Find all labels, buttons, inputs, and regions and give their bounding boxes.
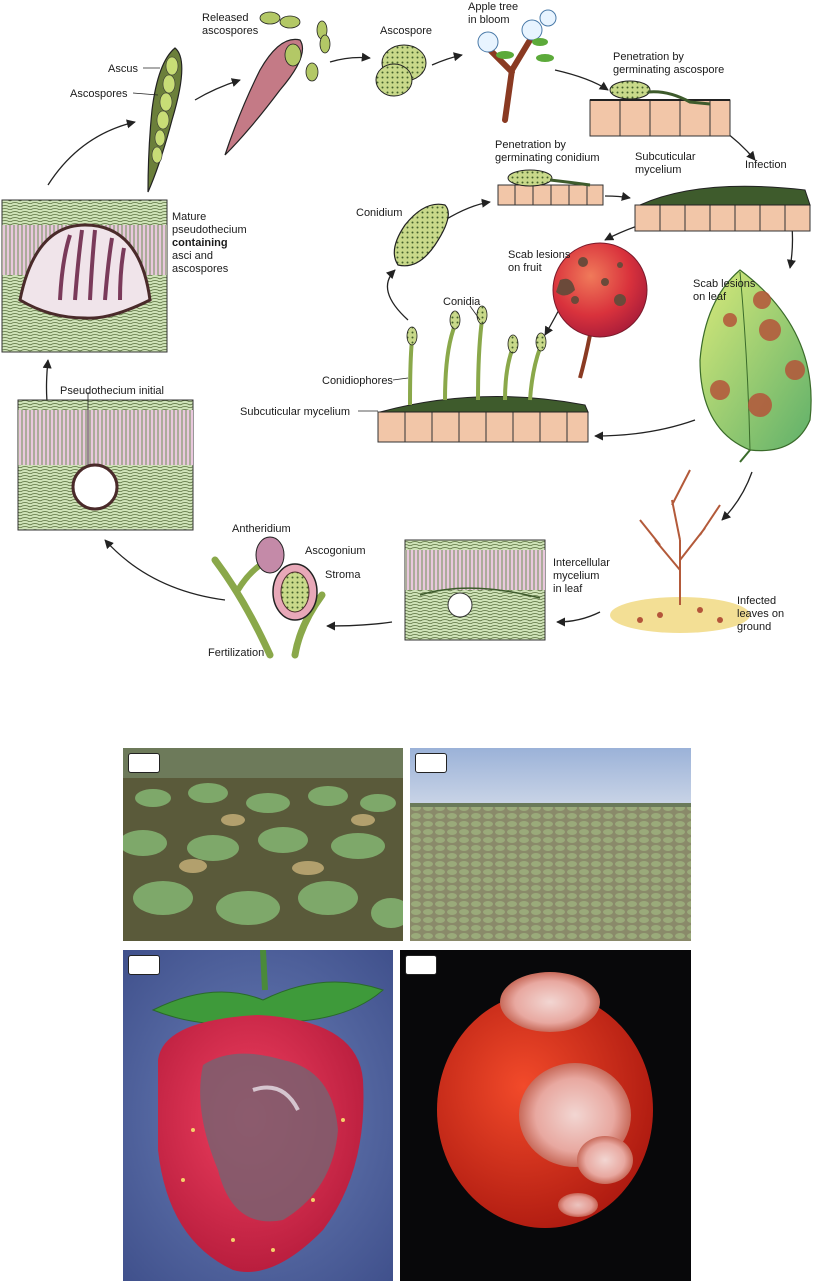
released-ascospores-illustration <box>224 11 331 156</box>
label-mature-5: ascospores <box>172 263 229 275</box>
ascospore-illustration <box>375 44 427 97</box>
label-released-1: Released <box>202 12 248 24</box>
panel-badge-4 <box>405 955 437 975</box>
label-conidiophores: Conidiophores <box>322 375 393 387</box>
label-infection: Infection <box>745 159 787 171</box>
label-mature-2: pseudothecium <box>172 224 247 236</box>
photo-strawberry-fruit-rot <box>123 950 393 1281</box>
label-ascospores: Ascospores <box>70 88 128 100</box>
ascus-illustration <box>147 47 183 193</box>
label-intercell-1: Intercellular <box>553 557 610 569</box>
label-released-2: ascospores <box>202 25 259 37</box>
fertilization-illustration <box>211 536 326 659</box>
panel-badge-1 <box>128 753 160 773</box>
label-antheridium: Antheridium <box>232 523 291 535</box>
tomato-image <box>400 950 691 1281</box>
label-pen-con-2: germinating conidium <box>495 152 600 164</box>
label-subcut-2: mycelium <box>635 164 681 176</box>
label-conidia: Conidia <box>443 296 481 308</box>
photo-tomato-fruit-rot <box>400 950 691 1281</box>
lettuce-field-wide-image <box>410 748 691 941</box>
apple-tree-in-bloom-illustration <box>477 9 557 123</box>
penetration-ascospore-illustration <box>589 80 731 137</box>
panel-badge-3 <box>128 955 160 975</box>
pseudothecium-initial-illustration <box>17 399 194 531</box>
label-stroma: Stroma <box>325 569 361 581</box>
label-pen-asco-1: Penetration by <box>613 51 684 63</box>
scab-fruit-illustration <box>552 242 648 379</box>
label-subcut-mycelium: Subcuticular mycelium <box>240 406 350 418</box>
label-ascospore: Ascospore <box>380 25 432 37</box>
label-intercell-2: mycelium <box>553 570 599 582</box>
mature-pseudothecium-illustration <box>1 199 168 353</box>
strawberry-image <box>123 950 393 1281</box>
label-infected-3: ground <box>737 621 771 633</box>
label-pseudo-initial: Pseudothecium initial <box>60 385 164 397</box>
conidium-illustration <box>393 203 449 267</box>
panel-badge-2 <box>415 753 447 773</box>
label-pen-asco-2: germinating ascospore <box>613 64 724 76</box>
lettuce-field-closeup-image <box>123 748 403 941</box>
label-conidium: Conidium <box>356 207 402 219</box>
label-infected-1: Infected <box>737 595 776 607</box>
label-scab-leaf-1: Scab lesions <box>693 278 756 290</box>
photo-lettuce-field-wide <box>410 748 691 941</box>
label-infected-2: leaves on <box>737 608 784 620</box>
penetration-conidium-illustration <box>497 169 604 206</box>
label-subcut-1: Subcuticular <box>635 151 696 163</box>
infection-illustration <box>634 185 811 232</box>
label-mature-4: asci and <box>172 250 213 262</box>
scab-leaf-illustration <box>699 269 812 463</box>
intercellular-mycelium-illustration <box>404 539 546 641</box>
label-ascogonium: Ascogonium <box>305 545 366 557</box>
photo-lettuce-field-closeup <box>123 748 403 941</box>
label-scab-leaf-2: on leaf <box>693 291 727 303</box>
label-scab-fruit-1: Scab lesions <box>508 249 571 261</box>
label-mature-1: Mature <box>172 211 206 223</box>
label-ascus: Ascus <box>108 63 138 75</box>
label-apple-2: in bloom <box>468 14 510 26</box>
label-mature-3: containing <box>172 237 228 249</box>
label-intercell-3: in leaf <box>553 583 583 595</box>
conidiophores-illustration <box>377 305 589 443</box>
label-apple-1: Apple tree <box>468 1 518 13</box>
label-fertilization: Fertilization <box>208 647 264 659</box>
infected-leaves-on-ground-illustration <box>610 469 750 633</box>
apple-scab-life-cycle-diagram: Ascus Ascospores Released ascospores Asc… <box>1 1 812 659</box>
label-scab-fruit-2: on fruit <box>508 262 542 274</box>
label-pen-con-1: Penetration by <box>495 139 566 151</box>
